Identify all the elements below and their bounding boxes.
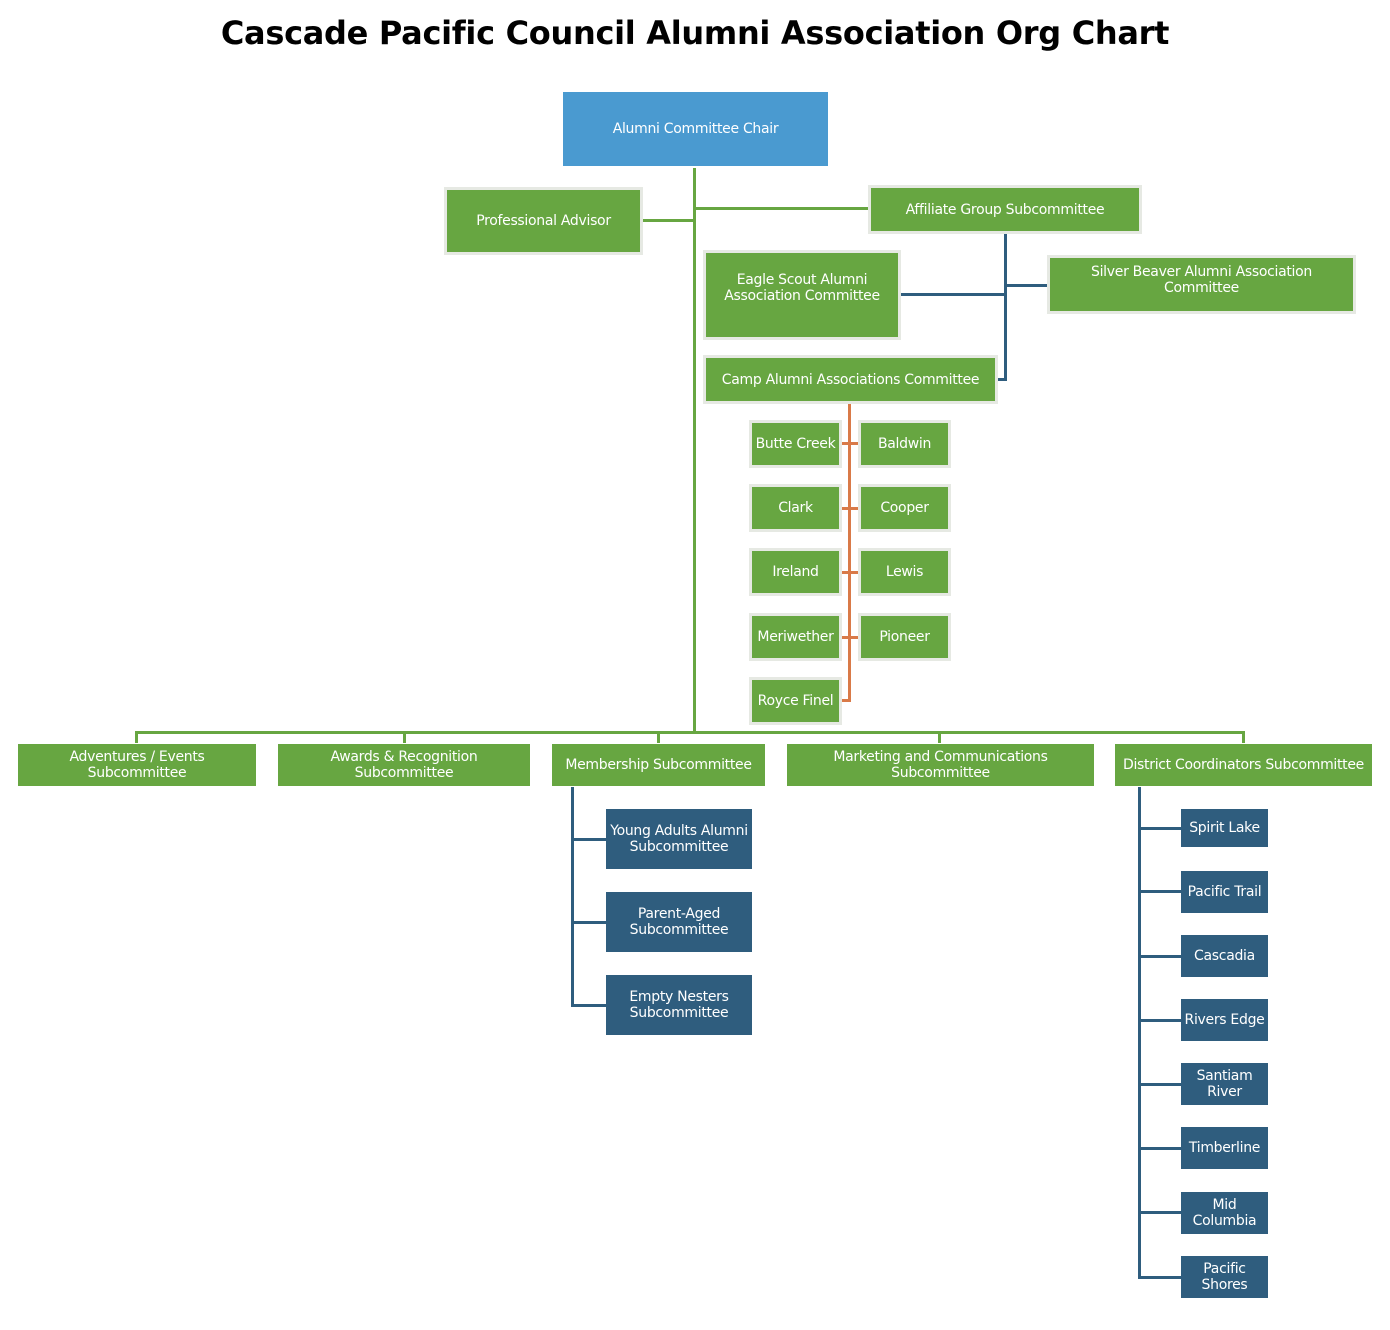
node-parent-aged[interactable]: Parent-Aged Subcommittee	[606, 892, 752, 952]
chart-title: Cascade Pacific Council Alumni Associati…	[220, 14, 1170, 52]
connector-camp-row-4	[840, 636, 860, 639]
node-membership[interactable]: Membership Subcommittee	[552, 744, 765, 786]
connector-empty-nesters	[571, 1004, 606, 1007]
connector-camp-row-3	[840, 571, 860, 574]
node-district[interactable]: Spirit Lake	[1181, 809, 1268, 847]
connector-eagle	[900, 293, 1005, 296]
connector-young-adults	[571, 838, 606, 841]
node-camp[interactable]: Butte Creek	[749, 420, 842, 468]
connector-affiliate-trunk	[1004, 232, 1007, 381]
connector-camp-trunk	[848, 403, 851, 702]
connector-district-3	[1138, 955, 1181, 958]
connector-district-trunk	[1138, 787, 1141, 1279]
node-camp[interactable]: Ireland	[749, 548, 842, 596]
node-awards-recognition[interactable]: Awards & Recognition Subcommittee	[278, 744, 530, 786]
node-empty-nesters[interactable]: Empty Nesters Subcommittee	[606, 975, 752, 1035]
node-district-coordinators[interactable]: District Coordinators Subcommittee	[1115, 744, 1372, 786]
connector-district-6	[1138, 1147, 1181, 1150]
node-camp[interactable]: Cooper	[858, 484, 951, 532]
node-camp-alumni-associations[interactable]: Camp Alumni Associations Committee	[703, 355, 998, 404]
connector-drop-marketing	[938, 731, 941, 743]
connector-subcommittee-bus	[135, 731, 1245, 734]
node-alumni-committee-chair[interactable]: Alumni Committee Chair	[563, 92, 828, 166]
node-camp[interactable]: Pioneer	[858, 613, 951, 661]
connector-drop-district	[1242, 731, 1245, 743]
node-silver-beaver-alumni[interactable]: Silver Beaver Alumni Association Committ…	[1047, 255, 1356, 314]
node-marketing-communications[interactable]: Marketing and Communications Subcommitte…	[787, 744, 1094, 786]
connector-drop-adventures	[135, 731, 138, 743]
node-district[interactable]: Cascadia	[1181, 935, 1268, 977]
connector-district-7	[1138, 1211, 1181, 1214]
connector-advisor	[641, 219, 695, 222]
connector-district-4	[1138, 1019, 1181, 1022]
connector-district-1	[1138, 827, 1181, 830]
node-camp[interactable]: Meriwether	[749, 613, 842, 661]
node-eagle-scout-alumni[interactable]: Eagle Scout Alumni Association Committee	[703, 250, 901, 340]
connector-district-5	[1138, 1083, 1181, 1086]
node-professional-advisor[interactable]: Professional Advisor	[444, 187, 643, 255]
connector-district-2	[1138, 890, 1181, 893]
connector-affiliate	[695, 207, 870, 210]
connector-camp-row-1	[840, 442, 860, 445]
connector-drop-membership	[657, 731, 660, 743]
connector-drop-awards	[403, 731, 406, 743]
node-district[interactable]: Pacific Trail	[1181, 871, 1268, 913]
node-young-adults-alumni[interactable]: Young Adults Alumni Subcommittee	[606, 809, 752, 869]
node-camp[interactable]: Royce Finel	[749, 677, 842, 725]
connector-trunk	[693, 168, 696, 734]
connector-camp	[996, 378, 1006, 381]
node-district[interactable]: Mid Columbia	[1181, 1192, 1268, 1234]
connector-membership-trunk	[571, 787, 574, 1006]
connector-camp-row-5	[840, 699, 850, 702]
node-adventures-events[interactable]: Adventures / Events Subcommittee	[18, 744, 256, 786]
node-district[interactable]: Timberline	[1181, 1127, 1268, 1169]
node-camp[interactable]: Baldwin	[858, 420, 951, 468]
connector-district-8	[1138, 1276, 1181, 1279]
connector-camp-row-2	[840, 507, 860, 510]
node-district[interactable]: Pacific Shores	[1181, 1256, 1268, 1298]
node-district[interactable]: Rivers Edge	[1181, 999, 1268, 1041]
node-affiliate-group[interactable]: Affiliate Group Subcommittee	[868, 185, 1142, 234]
connector-parent-aged	[571, 921, 606, 924]
node-district[interactable]: Santiam River	[1181, 1063, 1268, 1105]
node-camp[interactable]: Clark	[749, 484, 842, 532]
node-camp[interactable]: Lewis	[858, 548, 951, 596]
connector-silver	[1005, 284, 1049, 287]
